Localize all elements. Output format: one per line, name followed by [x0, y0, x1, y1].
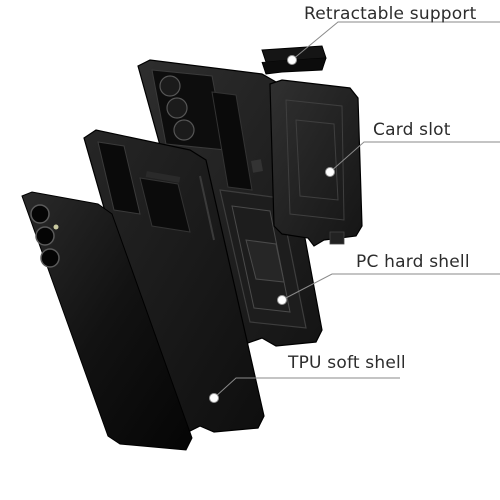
callout-line-support — [291, 21, 500, 61]
camera-lens-2 — [35, 226, 55, 246]
retractable-support-piece — [261, 45, 327, 75]
pointer-dot-icon — [325, 167, 335, 177]
pointer-dot-icon — [287, 55, 297, 65]
label-card-slot: Card slot — [373, 120, 451, 140]
label-retractable-support: Retractable support — [304, 4, 477, 24]
pointer-dots — [209, 55, 335, 403]
camera-lens-1 — [30, 204, 50, 224]
camera-lens-3 — [40, 248, 60, 268]
pointer-dot-icon — [209, 393, 219, 403]
callout-line-card — [329, 141, 500, 173]
callout-line-pc — [281, 273, 500, 301]
label-pc-hard-shell: PC hard shell — [356, 252, 470, 272]
label-tpu-soft-shell: TPU soft shell — [288, 353, 406, 373]
card-slot-module — [269, 79, 363, 247]
callout-lines — [213, 21, 500, 399]
callout-line-tpu — [213, 377, 400, 399]
pointer-dot-icon — [277, 295, 287, 305]
phone — [21, 191, 193, 451]
